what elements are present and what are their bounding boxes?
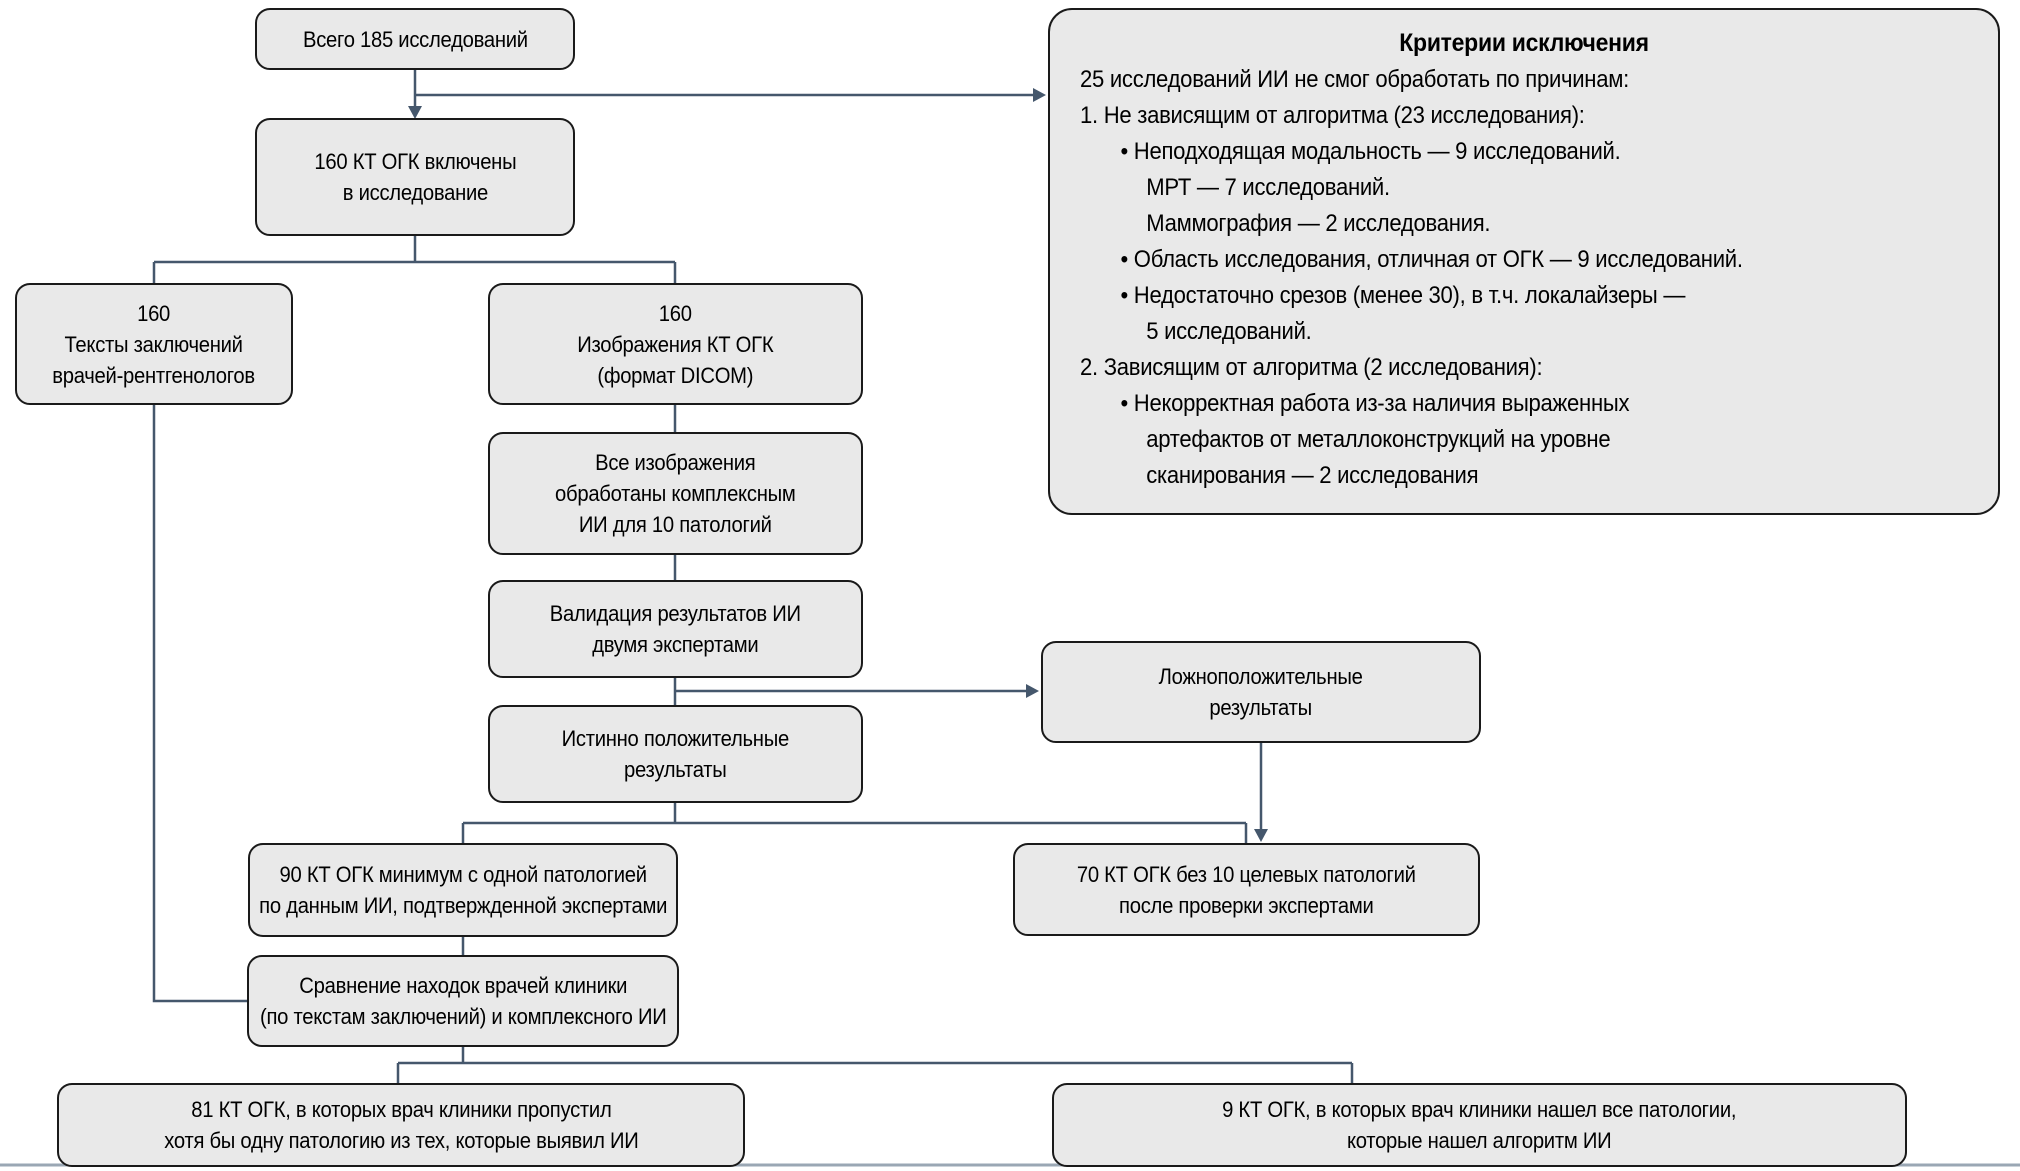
node-expert-validation-label: Валидация результатов ИИ двумя экспертам… <box>550 601 802 657</box>
node-included-studies: 160 КТ ОГК включены в исследование <box>255 118 575 236</box>
node-81-missed: 81 КТ ОГК, в которых врач клиники пропус… <box>57 1083 745 1167</box>
arrowhead-down-included <box>408 106 422 119</box>
node-included-studies-label: 160 КТ ОГК включены в исследование <box>314 149 516 205</box>
node-ct-images: 160 Изображения КТ ОГК (формат DICOM) <box>488 283 863 405</box>
exclusion-criteria-title: Критерии исключения <box>1399 29 1649 57</box>
arrowhead-right-falsepos <box>1026 684 1039 698</box>
node-90-with-pathology-label: 90 КТ ОГК минимум с одной патологией по … <box>258 862 668 918</box>
node-true-positive-label: Истинно положительные результаты <box>561 726 790 782</box>
node-report-texts-label: 160 Тексты заключений врачей-рентгенолог… <box>52 300 256 388</box>
node-total-studies-label: Всего 185 исследований <box>302 26 528 52</box>
node-9-found-all-label: 9 КТ ОГК, в которых врач клиники нашел в… <box>1222 1097 1737 1153</box>
node-ct-images-label: 160 Изображения КТ ОГК (формат DICOM) <box>577 300 774 388</box>
connector-included-split <box>152 236 677 283</box>
node-true-positive: Истинно положительные результаты <box>488 705 863 803</box>
exclusion-criteria-content: Критерии исключения 25 исследований ИИ н… <box>1080 24 1968 494</box>
node-81-missed-label: 81 КТ ОГК, в которых врач клиники пропус… <box>163 1097 639 1153</box>
node-comparison-label: Сравнение находок врачей клиники (по тек… <box>259 973 667 1029</box>
exclusion-criteria-box: Критерии исключения 25 исследований ИИ н… <box>1048 8 2000 515</box>
node-total-studies: Всего 185 исследований <box>255 8 575 70</box>
node-90-with-pathology: 90 КТ ОГК минимум с одной патологией по … <box>248 843 678 937</box>
node-false-positive-label: Ложноположительные результаты <box>1159 664 1363 720</box>
node-ai-processed: Все изображения обработаны комплексным И… <box>488 432 863 555</box>
arrowhead-right-exclusion <box>1033 88 1046 102</box>
arrowhead-down-70 <box>1254 829 1268 842</box>
node-expert-validation: Валидация результатов ИИ двумя экспертам… <box>488 580 863 678</box>
node-70-without-pathology-label: 70 КТ ОГК без 10 целевых патологий после… <box>1077 861 1416 918</box>
node-false-positive: Ложноположительные результаты <box>1041 641 1481 743</box>
node-report-texts: 160 Тексты заключений врачей-рентгенолог… <box>15 283 293 405</box>
node-comparison: Сравнение находок врачей клиники (по тек… <box>247 955 679 1047</box>
connector-truepos-split <box>461 803 1248 843</box>
node-ai-processed-label: Все изображения обработаны комплексным И… <box>555 450 796 537</box>
connector-reports-to-comparison <box>152 405 247 1003</box>
node-9-found-all: 9 КТ ОГК, в которых врач клиники нашел в… <box>1052 1083 1907 1167</box>
node-70-without-pathology: 70 КТ ОГК без 10 целевых патологий после… <box>1013 843 1480 936</box>
connector-comparison-split <box>396 1047 1354 1083</box>
